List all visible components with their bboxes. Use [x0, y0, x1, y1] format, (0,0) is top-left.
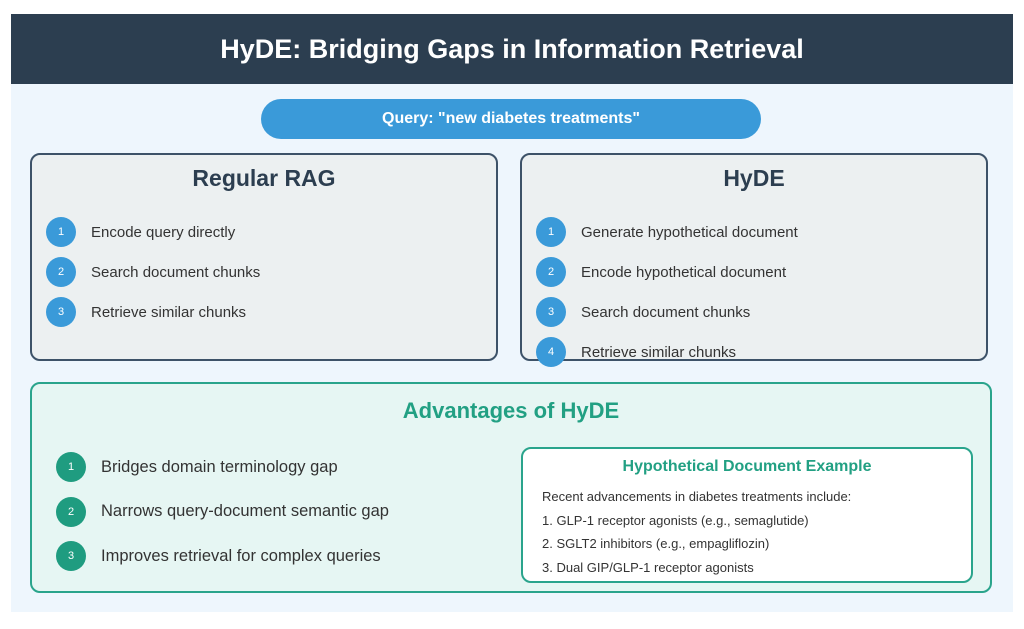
step-number-badge: 2: [46, 257, 76, 287]
step-item: 2 Search document chunks: [46, 252, 260, 292]
example-lines: Recent advancements in diabetes treatmen…: [542, 485, 851, 579]
regular-rag-panel: Regular RAG 1 Encode query directly 2 Se…: [30, 153, 498, 361]
regular-rag-title: Regular RAG: [192, 165, 336, 191]
hyde-steps: 1 Generate hypothetical document 2 Encod…: [536, 212, 798, 372]
advantages-title: Advantages of HyDE: [402, 398, 620, 423]
step-item: 1 Generate hypothetical document: [536, 212, 798, 252]
example-line: 2. SGLT2 inhibitors (e.g., empagliflozin…: [542, 536, 770, 551]
advantage-text: Narrows query-document semantic gap: [101, 502, 389, 521]
step-text: Encode query directly: [91, 223, 236, 241]
advantage-text: Improves retrieval for complex queries: [101, 546, 381, 565]
step-item: 3 Search document chunks: [536, 292, 798, 332]
advantage-text: Bridges domain terminology gap: [101, 457, 338, 476]
step-number-badge: 1: [46, 217, 76, 247]
step-number-badge: 1: [536, 217, 566, 247]
advantages-list: 1 Bridges domain terminology gap 2 Narro…: [56, 445, 389, 579]
example-title: Hypothetical Document Example: [622, 458, 872, 475]
step-number-badge: 3: [46, 297, 76, 327]
step-item: 3 Retrieve similar chunks: [46, 292, 260, 332]
regular-rag-steps: 1 Encode query directly 2 Search documen…: [46, 212, 260, 332]
step-text: Encode hypothetical document: [581, 263, 787, 281]
step-text: Retrieve similar chunks: [91, 303, 247, 321]
advantage-item: 2 Narrows query-document semantic gap: [56, 490, 389, 535]
advantage-item: 3 Improves retrieval for complex queries: [56, 534, 389, 579]
step-text: Retrieve similar chunks: [581, 343, 737, 361]
hypothetical-document-example: Hypothetical Document Example Recent adv…: [521, 447, 973, 583]
step-number-badge: 4: [536, 337, 566, 367]
step-number-badge: 2: [536, 257, 566, 287]
example-line: 1. GLP-1 receptor agonists (e.g., semagl…: [542, 512, 809, 528]
advantage-number-badge: 3: [56, 541, 86, 572]
example-line: 3. Dual GIP/GLP-1 receptor agonists: [542, 559, 754, 575]
advantage-number-badge: 2: [56, 496, 86, 527]
advantage-item: 1 Bridges domain terminology gap: [56, 445, 389, 490]
query-pill: Query: "new diabetes treatments": [261, 99, 761, 139]
hyde-panel: HyDE 1 Generate hypothetical document 2 …: [520, 153, 988, 367]
step-text: Search document chunks: [91, 263, 261, 281]
step-number-badge: 3: [536, 297, 566, 327]
step-item: 4 Retrieve similar chunks: [536, 332, 798, 372]
diagram-frame: HyDE: Bridging Gaps in Information Retri…: [11, 14, 1013, 612]
advantage-number-badge: 1: [56, 452, 86, 483]
step-item: 1 Encode query directly: [46, 212, 260, 252]
step-text: Generate hypothetical document: [581, 223, 798, 241]
hyde-title: HyDE: [723, 165, 785, 191]
step-text: Search document chunks: [581, 303, 751, 321]
page-title: HyDE: Bridging Gaps in Information Retri…: [220, 33, 804, 64]
advantages-panel: Advantages of HyDE 1 Bridges domain term…: [30, 382, 992, 593]
step-item: 2 Encode hypothetical document: [536, 252, 798, 292]
header-bar: HyDE: Bridging Gaps in Information Retri…: [11, 14, 1013, 84]
example-line: Recent advancements in diabetes treatmen…: [542, 489, 852, 504]
